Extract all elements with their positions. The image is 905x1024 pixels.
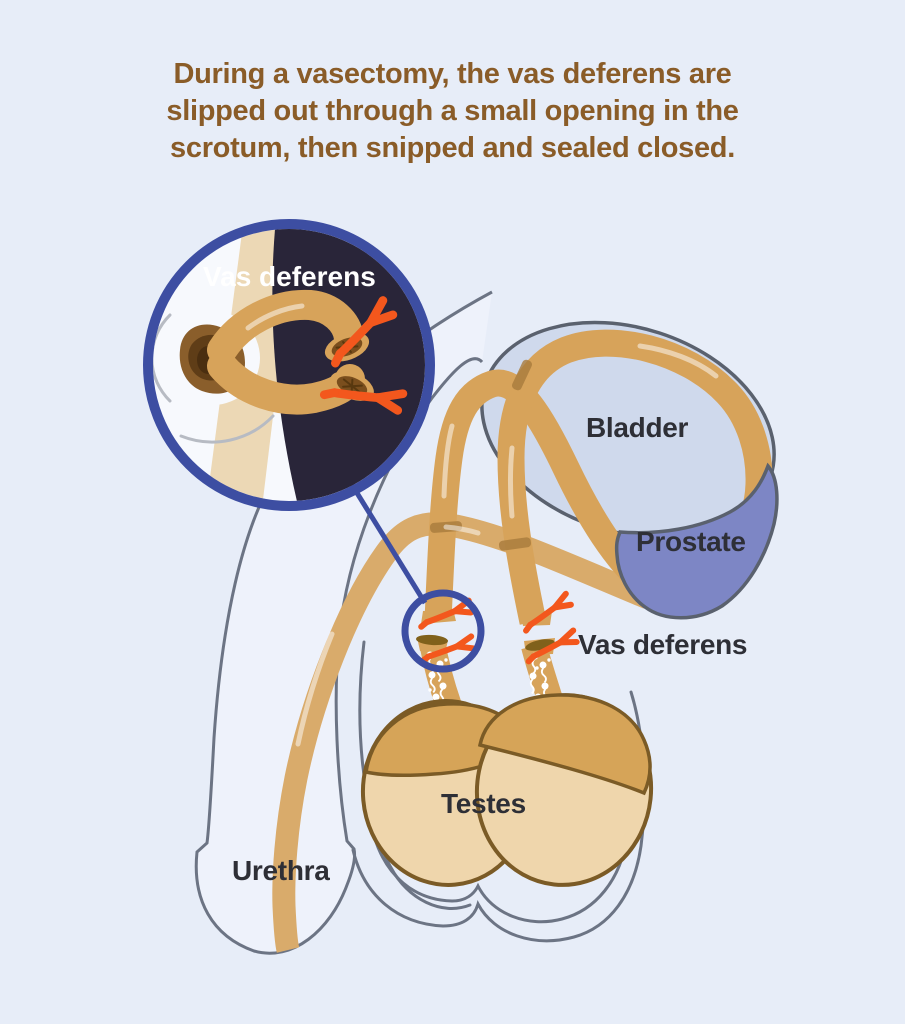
ripple-arcs (153, 298, 275, 444)
inset-magnifier (143, 219, 435, 511)
title-line-2: slipped out through a small opening in t… (166, 95, 739, 127)
tube-highlights (295, 343, 719, 747)
urethra-label: Urethra (232, 855, 330, 886)
inset-ring (143, 219, 435, 511)
prostate-shape (614, 462, 779, 620)
vas-deferens-left (424, 369, 659, 621)
vas-deferens-label: Vas deferens (578, 629, 748, 660)
prostate-label: Prostate (636, 526, 746, 557)
title-line-3: scrotum, then snipped and sealed closed. (170, 132, 735, 164)
inset-vas-loop (207, 289, 404, 423)
callout-connector-line (346, 478, 428, 605)
callout-circle (401, 589, 485, 673)
urethra-tube (272, 512, 653, 953)
bladder-label: Bladder (586, 412, 689, 443)
testes-shapes (360, 693, 654, 887)
title-line-1: During a vasectomy, the vas deferens are (173, 58, 732, 90)
title-text: During a vasectomy, the vas deferens are… (0, 56, 905, 167)
inset-vas-deferens-label: Vas deferens (203, 261, 376, 292)
testes-label: Testes (441, 788, 526, 819)
